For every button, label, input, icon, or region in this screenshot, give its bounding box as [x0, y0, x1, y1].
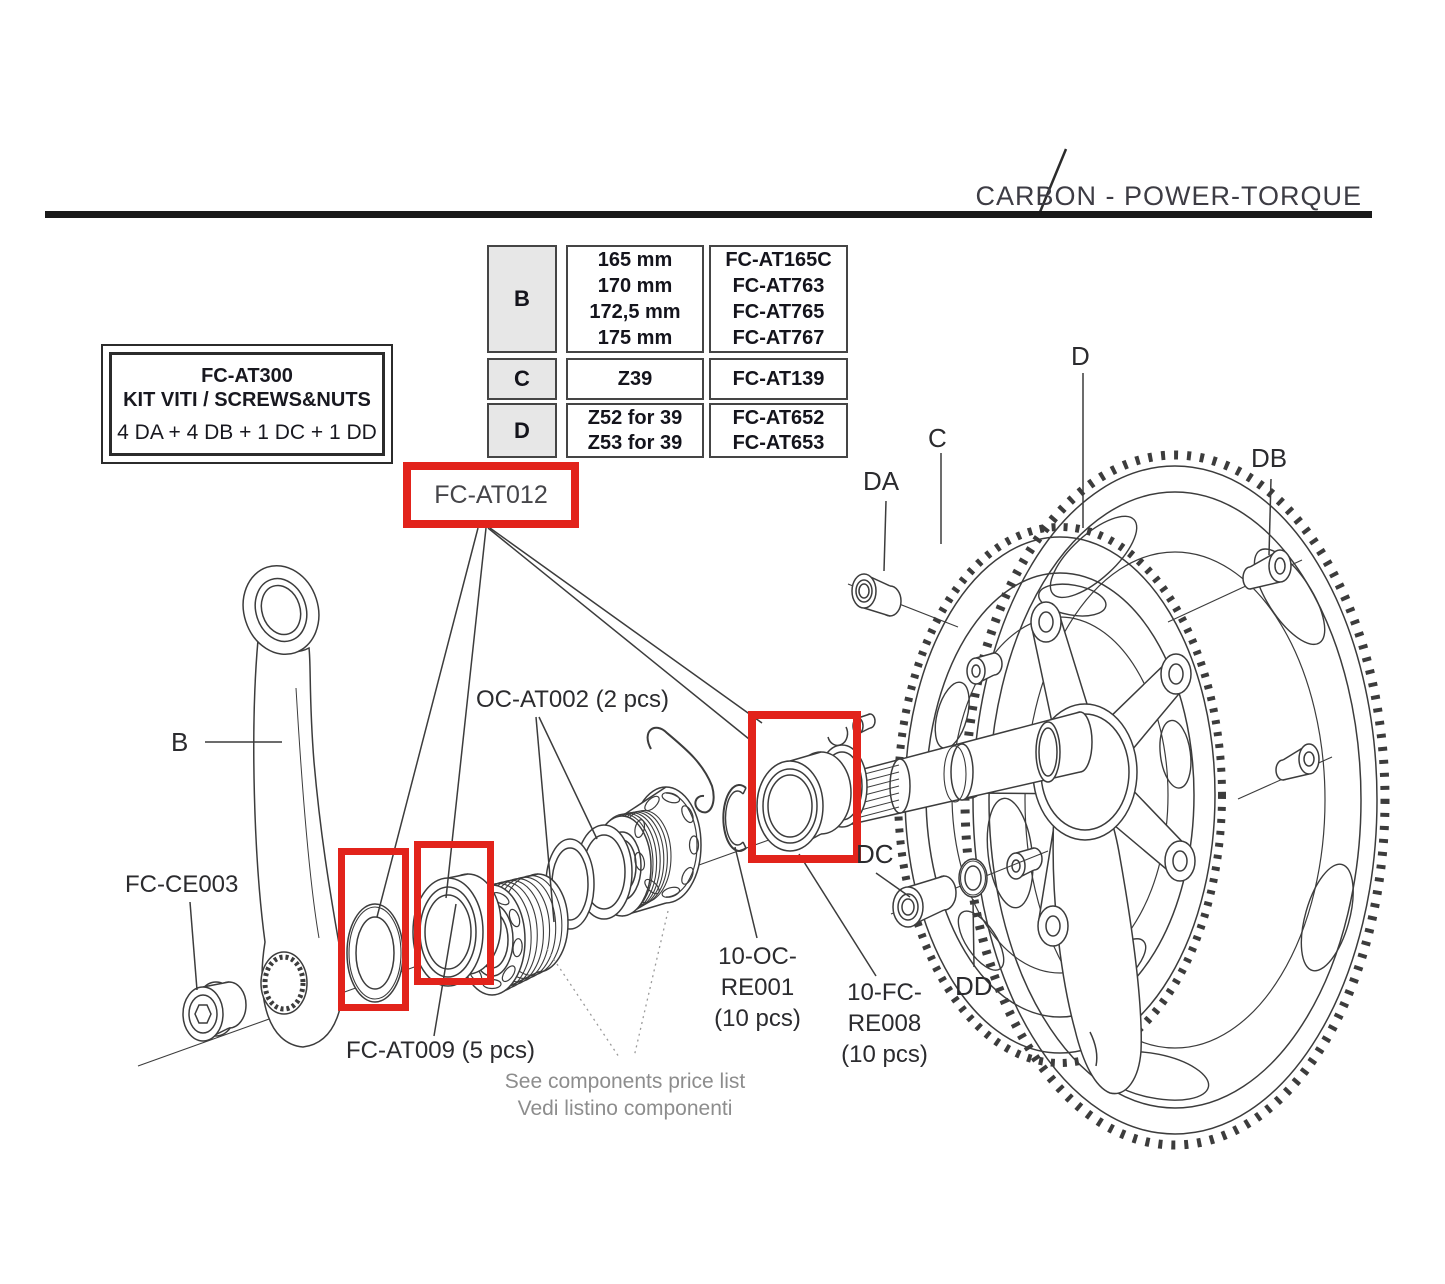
- highlight-box-bearing-right: [748, 711, 861, 863]
- table-options-b: 165 mm 170 mm 172,5 mm 175 mm: [566, 245, 704, 353]
- label-da: DA: [863, 466, 900, 496]
- table-options-d: Z52 for 39 Z53 for 39: [566, 403, 704, 458]
- kit-code: FC-AT300: [201, 364, 293, 387]
- header-rule: [45, 211, 1372, 218]
- label-d: D: [1071, 341, 1090, 371]
- table-codes-c: FC-AT139: [709, 358, 848, 400]
- label-db: DB: [1251, 443, 1288, 473]
- label-dd: DD: [955, 971, 993, 1001]
- highlight-box-bearing-left: [414, 841, 494, 985]
- table-key-c: C: [487, 358, 557, 400]
- table-options-c: Z39: [566, 358, 704, 400]
- table-codes-d: FC-AT652 FC-AT653: [709, 403, 848, 458]
- table-codes-b: FC-AT165C FC-AT763 FC-AT765 FC-AT767: [709, 245, 848, 353]
- label-crank-bolt: FC-CE003: [125, 871, 239, 898]
- table-key-b: B: [487, 245, 557, 353]
- label-circlip-pack: 10-OC-RE001 (10 pcs): [714, 943, 801, 1032]
- kit-box: FC-AT300 KIT VITI / SCREWS&NUTS 4 DA + 4…: [101, 344, 393, 464]
- highlight-part-code: FC-AT012: [434, 480, 548, 509]
- table-key-d: D: [487, 403, 557, 458]
- label-bearing-pack: FC-AT009 (5 pcs): [346, 1037, 535, 1064]
- label-c: C: [928, 423, 947, 453]
- highlight-box-part-code: FC-AT012: [403, 462, 579, 528]
- highlight-box-washer: [338, 848, 409, 1011]
- label-spring-pack: 10-FC-RE008 (10 pcs): [841, 979, 928, 1068]
- kit-contents: 4 DA + 4 DB + 1 DC + 1 DD: [117, 420, 377, 444]
- label-dc: DC: [856, 839, 894, 869]
- price-list-note: See components price list Vedi listino c…: [504, 1070, 746, 1120]
- label-oring-pack: OC-AT002 (2 pcs): [476, 686, 669, 713]
- label-crank-arm-b: B: [171, 727, 189, 757]
- page-title: CARBON - POWER-TORQUE: [975, 181, 1362, 211]
- kit-title: KIT VITI / SCREWS&NUTS: [123, 388, 371, 411]
